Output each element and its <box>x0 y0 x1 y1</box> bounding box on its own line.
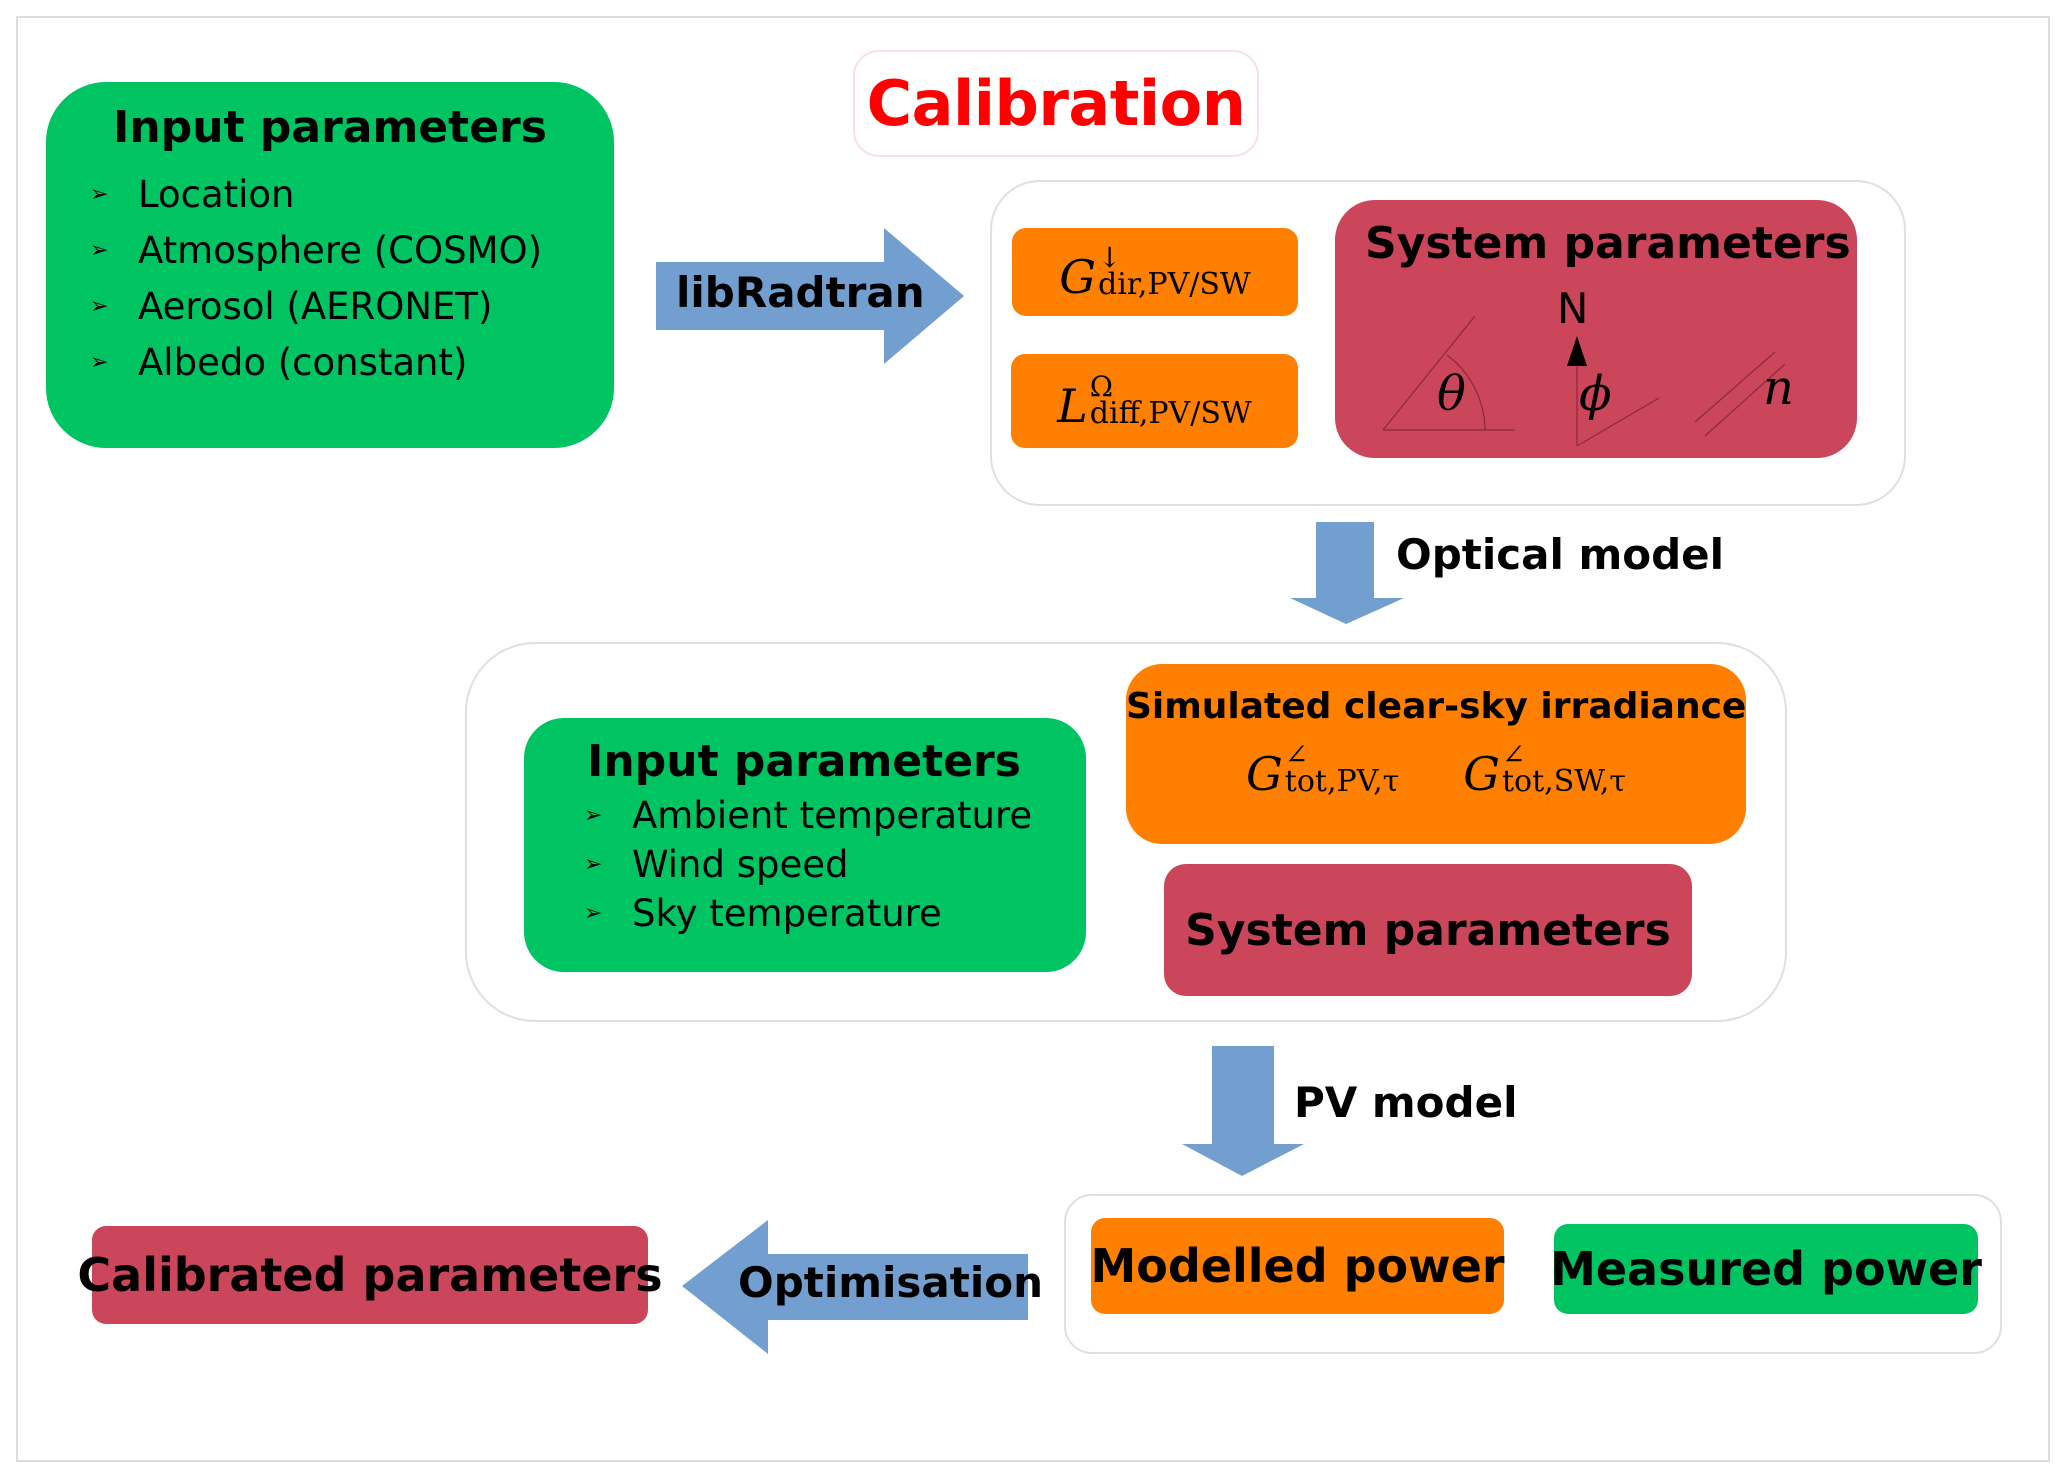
optimisation-label: Optimisation <box>738 1258 1043 1307</box>
list-item: ➢Albedo (constant) <box>90 335 614 391</box>
stage1-input-heading: Input parameters <box>113 102 547 153</box>
pv-irradiance-symbol: G ∠ tot,PV,τ <box>1246 738 1400 801</box>
azimuth-symbol: ϕ <box>1579 366 1612 422</box>
stage1-input-list: ➢Location ➢Atmosphere (COSMO) ➢Aerosol (… <box>90 167 614 391</box>
direct-irradiance-box: G ↓ dir,PV/SW <box>1012 228 1298 316</box>
arrowhead-bullet-icon: ➢ <box>584 901 603 926</box>
diagram-title: Calibration <box>866 67 1246 140</box>
list-item: ➢Atmosphere (COSMO) <box>90 223 614 279</box>
arrowhead-bullet-icon: ➢ <box>90 294 109 319</box>
stage1-system-parameters-box: System parameters N θ ϕ n <box>1335 200 1857 458</box>
list-item: ➢Ambient temperature <box>584 791 1086 840</box>
system-geometry-diagram <box>1382 315 1786 447</box>
stage2-input-heading: Input parameters <box>587 736 1021 787</box>
optimisation-arrow-icon <box>682 1220 1028 1354</box>
stage2-input-parameters-box: Input parameters ➢Ambient temperature ➢W… <box>524 718 1086 972</box>
optical-model-arrow-icon <box>1290 522 1404 624</box>
list-item: ➢Wind speed <box>584 840 1086 889</box>
list-item: ➢Aerosol (AERONET) <box>90 279 614 335</box>
optical-model-label: Optical model <box>1396 530 1725 579</box>
stage1-system-heading: System parameters <box>1365 218 1851 269</box>
measured-power-label: Measured power <box>1550 1242 1982 1296</box>
stage2-input-list: ➢Ambient temperature ➢Wind speed ➢Sky te… <box>584 791 1086 938</box>
tilt-symbol: θ <box>1437 366 1466 422</box>
arrowhead-bullet-icon: ➢ <box>584 803 603 828</box>
stage2-system-heading: System parameters <box>1185 904 1671 956</box>
list-item: ➢Sky temperature <box>584 889 1086 938</box>
pv-model-arrow-icon <box>1182 1046 1304 1176</box>
list-item: ➢Location <box>90 167 614 223</box>
direct-irradiance-symbol: G ↓ dir,PV/SW <box>1059 241 1251 304</box>
diffuse-radiance-symbol: L Ω diff,PV/SW <box>1057 370 1252 433</box>
arrowhead-bullet-icon: ➢ <box>90 182 109 207</box>
arrowhead-bullet-icon: ➢ <box>90 350 109 375</box>
refractive-layer-icon <box>1694 351 1786 437</box>
stage1-input-parameters-box: Input parameters ➢Location ➢Atmosphere (… <box>46 82 614 448</box>
tilt-angle-icon <box>1382 315 1515 431</box>
simulated-irradiance-box: Simulated clear-sky irradiance G ∠ tot,P… <box>1126 664 1746 844</box>
diffuse-radiance-box: L Ω diff,PV/SW <box>1011 354 1298 448</box>
north-arrow-icon <box>1567 336 1660 447</box>
stage2-system-parameters-box: System parameters <box>1164 864 1692 996</box>
librandtran-arrow-icon <box>656 228 964 364</box>
refractive-index-symbol: n <box>1763 360 1794 416</box>
calibrated-parameters-box: Calibrated parameters <box>77 1226 663 1324</box>
pv-model-label: PV model <box>1294 1078 1518 1127</box>
north-label: N <box>1557 284 1589 333</box>
measured-power-box: Measured power <box>1550 1224 1982 1314</box>
librandtran-label: libRadtran <box>676 268 925 317</box>
modelled-power-box: Modelled power <box>1090 1218 1505 1314</box>
arrowhead-bullet-icon: ➢ <box>584 852 603 877</box>
title-box: Calibration <box>853 50 1259 157</box>
modelled-power-label: Modelled power <box>1090 1239 1505 1293</box>
calibrated-parameters-label: Calibrated parameters <box>77 1248 663 1302</box>
arrowhead-bullet-icon: ➢ <box>90 238 109 263</box>
sw-irradiance-symbol: G ∠ tot,SW,τ <box>1463 738 1626 801</box>
simulated-irradiance-heading: Simulated clear-sky irradiance <box>1126 686 1747 727</box>
